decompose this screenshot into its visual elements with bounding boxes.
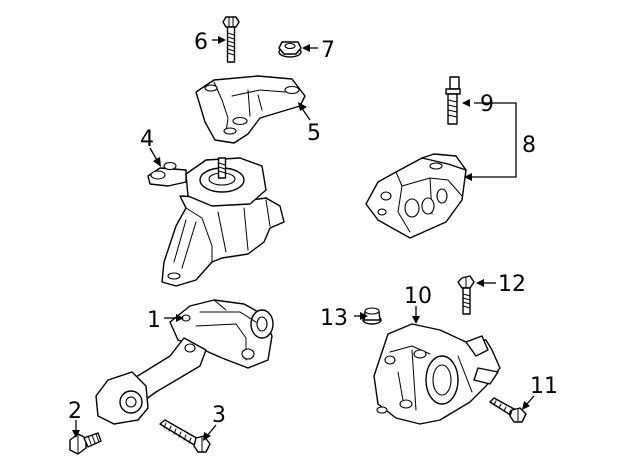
callout-labels: 1 2 3 4 5 6 7 8 9 10 11 12 13 [68, 30, 558, 428]
callout-11: 11 [530, 374, 558, 399]
nut-part-7[interactable] [278, 41, 302, 58]
bolt-part-11[interactable] [489, 397, 527, 423]
bolt-part-12[interactable] [457, 275, 475, 315]
torque-rod-part-1[interactable] [95, 299, 274, 425]
callout-2: 2 [68, 399, 82, 424]
stud-part-9[interactable] [445, 76, 461, 125]
callout-6: 6 [194, 30, 208, 55]
callout-5: 5 [307, 121, 321, 146]
callout-8: 8 [522, 133, 536, 158]
callout-1: 1 [147, 308, 161, 333]
bolt-part-6[interactable] [222, 16, 240, 63]
callout-7: 7 [321, 38, 335, 63]
bracket-part-5[interactable] [195, 75, 306, 144]
bolt-part-2[interactable] [69, 432, 102, 455]
transmission-bracket-part-10[interactable] [373, 323, 501, 425]
leader-lines [72, 36, 535, 441]
callout-13: 13 [320, 306, 348, 331]
callout-4: 4 [140, 127, 154, 152]
bolt-part-3[interactable] [159, 419, 211, 453]
callout-10: 10 [404, 284, 432, 309]
callout-3: 3 [212, 403, 226, 428]
callout-9: 9 [480, 92, 494, 117]
mount-assembly-part-8[interactable] [365, 153, 467, 239]
clip-part-13[interactable] [362, 307, 382, 325]
engine-mount-part-4[interactable] [147, 157, 285, 287]
callout-12: 12 [498, 272, 526, 297]
